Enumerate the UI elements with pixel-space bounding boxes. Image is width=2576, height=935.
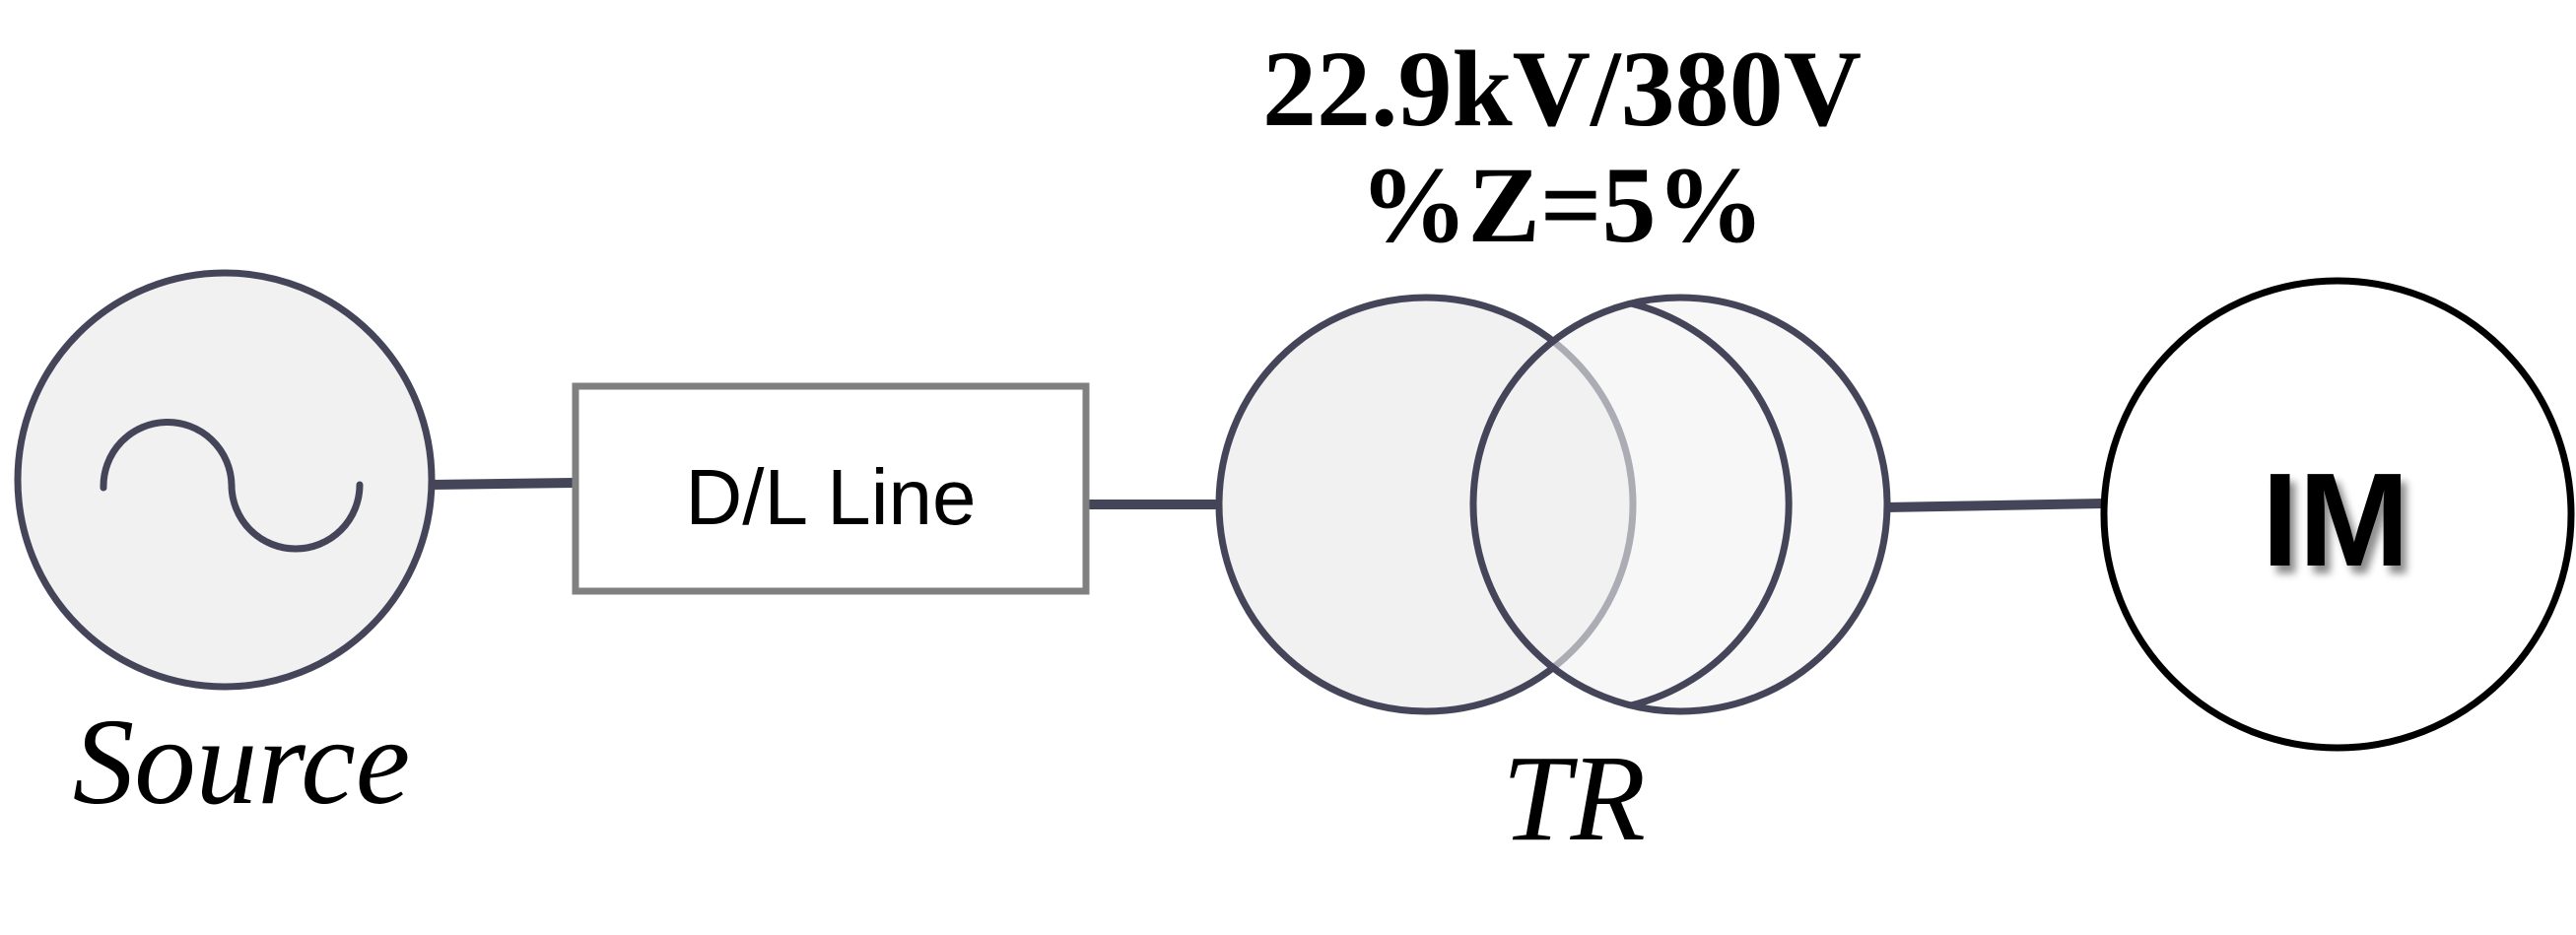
distribution-line-box [572, 382, 1090, 595]
ac-source-symbol [14, 269, 436, 691]
induction-motor-symbol [2100, 277, 2575, 752]
transformer-impedance: %Z=5% [1359, 145, 1764, 265]
transformer-to-motor-wire [1884, 499, 2104, 512]
transformer-symbol [1215, 294, 1891, 715]
line-label: D/L Line [686, 453, 977, 541]
transformer-rating: 22.9kV/380V [1262, 29, 1862, 149]
transformer-label: TR [1502, 731, 1646, 867]
sine-wave-icon [100, 419, 364, 553]
motor-label: IM [2262, 445, 2409, 594]
source-label: Source [73, 695, 410, 831]
source-to-line-wire [431, 478, 575, 490]
